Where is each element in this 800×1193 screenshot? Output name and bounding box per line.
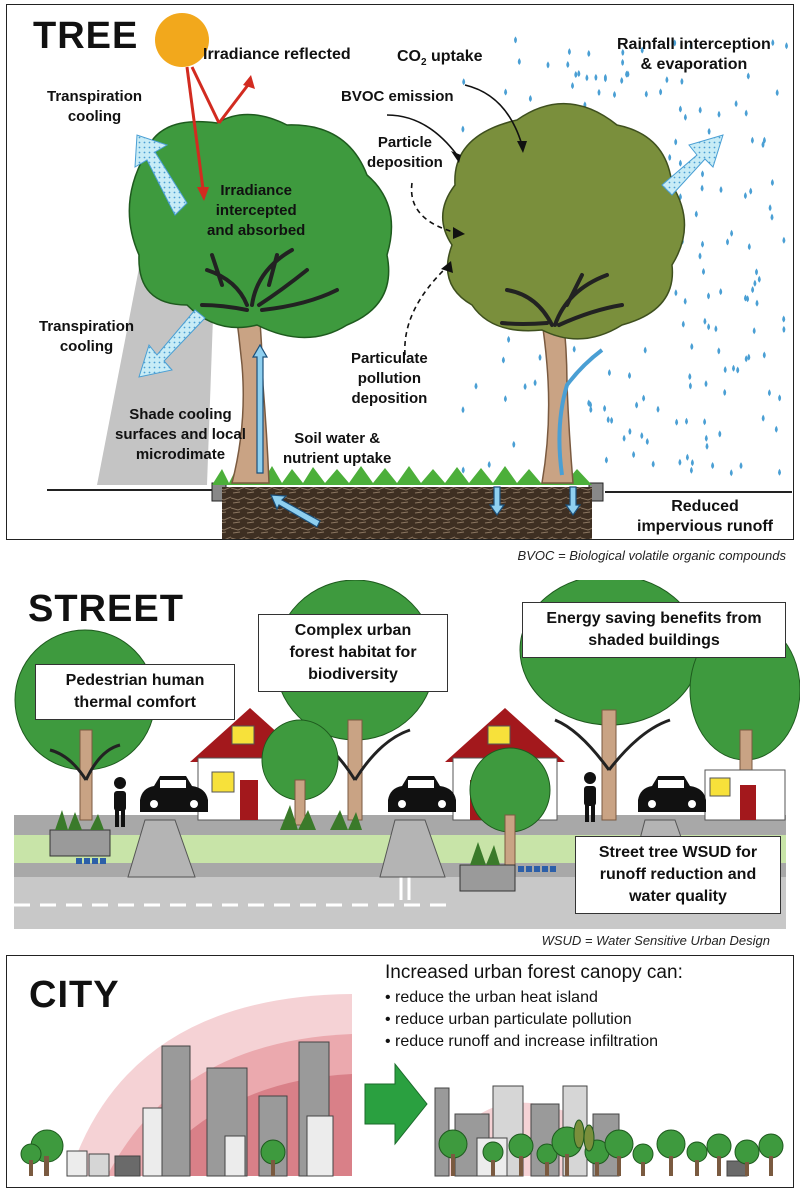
- tree-title: TREE: [33, 15, 139, 57]
- transpiration-arrow-top: [134, 134, 188, 216]
- wsud-footnote: WSUD = Water Sensitive Urban Design: [541, 933, 770, 948]
- city-bullet: reduce the urban heat island: [385, 987, 683, 1009]
- green-arrow-icon: [364, 1062, 428, 1146]
- right-trunk: [540, 314, 574, 484]
- cars: [140, 776, 706, 812]
- label-bvoc-emission: BVOC emission: [341, 88, 454, 105]
- label-rainfall-interception: Rainfall interception& evaporation: [617, 36, 771, 73]
- left-canopy: [128, 113, 393, 339]
- irradiance-arrows: [185, 66, 255, 201]
- bvoc-footnote: BVOC = Biological volatile organic compo…: [517, 548, 786, 563]
- grass: [212, 466, 592, 485]
- label-co2-uptake: CO2 uptake: [397, 48, 483, 69]
- city-bullet: reduce urban particulate pollution: [385, 1009, 683, 1031]
- city-heading: Increased urban forest canopy can:: [385, 962, 683, 983]
- sun-icon: [155, 13, 209, 67]
- city-panel: CITY Increased urban forest canopy can: …: [6, 955, 794, 1188]
- label-soil-water: Soil water &nutrient uptake: [283, 430, 392, 467]
- tree-illustration: [47, 13, 792, 539]
- pedestrians: [114, 772, 596, 827]
- transpiration-arrow-mid: [138, 309, 206, 378]
- street-title: STREET: [28, 588, 184, 630]
- city-title: CITY: [29, 974, 120, 1016]
- right-canopy: [441, 102, 686, 340]
- tree-panel: TREE Irradiance reflected CO2 uptake Rai…: [6, 4, 794, 540]
- city-bullet: reduce runoff and increase infiltration: [385, 1031, 683, 1053]
- city-benefits: Increased urban forest canopy can: reduc…: [385, 962, 683, 1053]
- label-irradiance-reflected: Irradiance reflected: [203, 46, 351, 63]
- evaporation-arrow: [661, 134, 724, 196]
- city-illustration: [20, 994, 784, 1177]
